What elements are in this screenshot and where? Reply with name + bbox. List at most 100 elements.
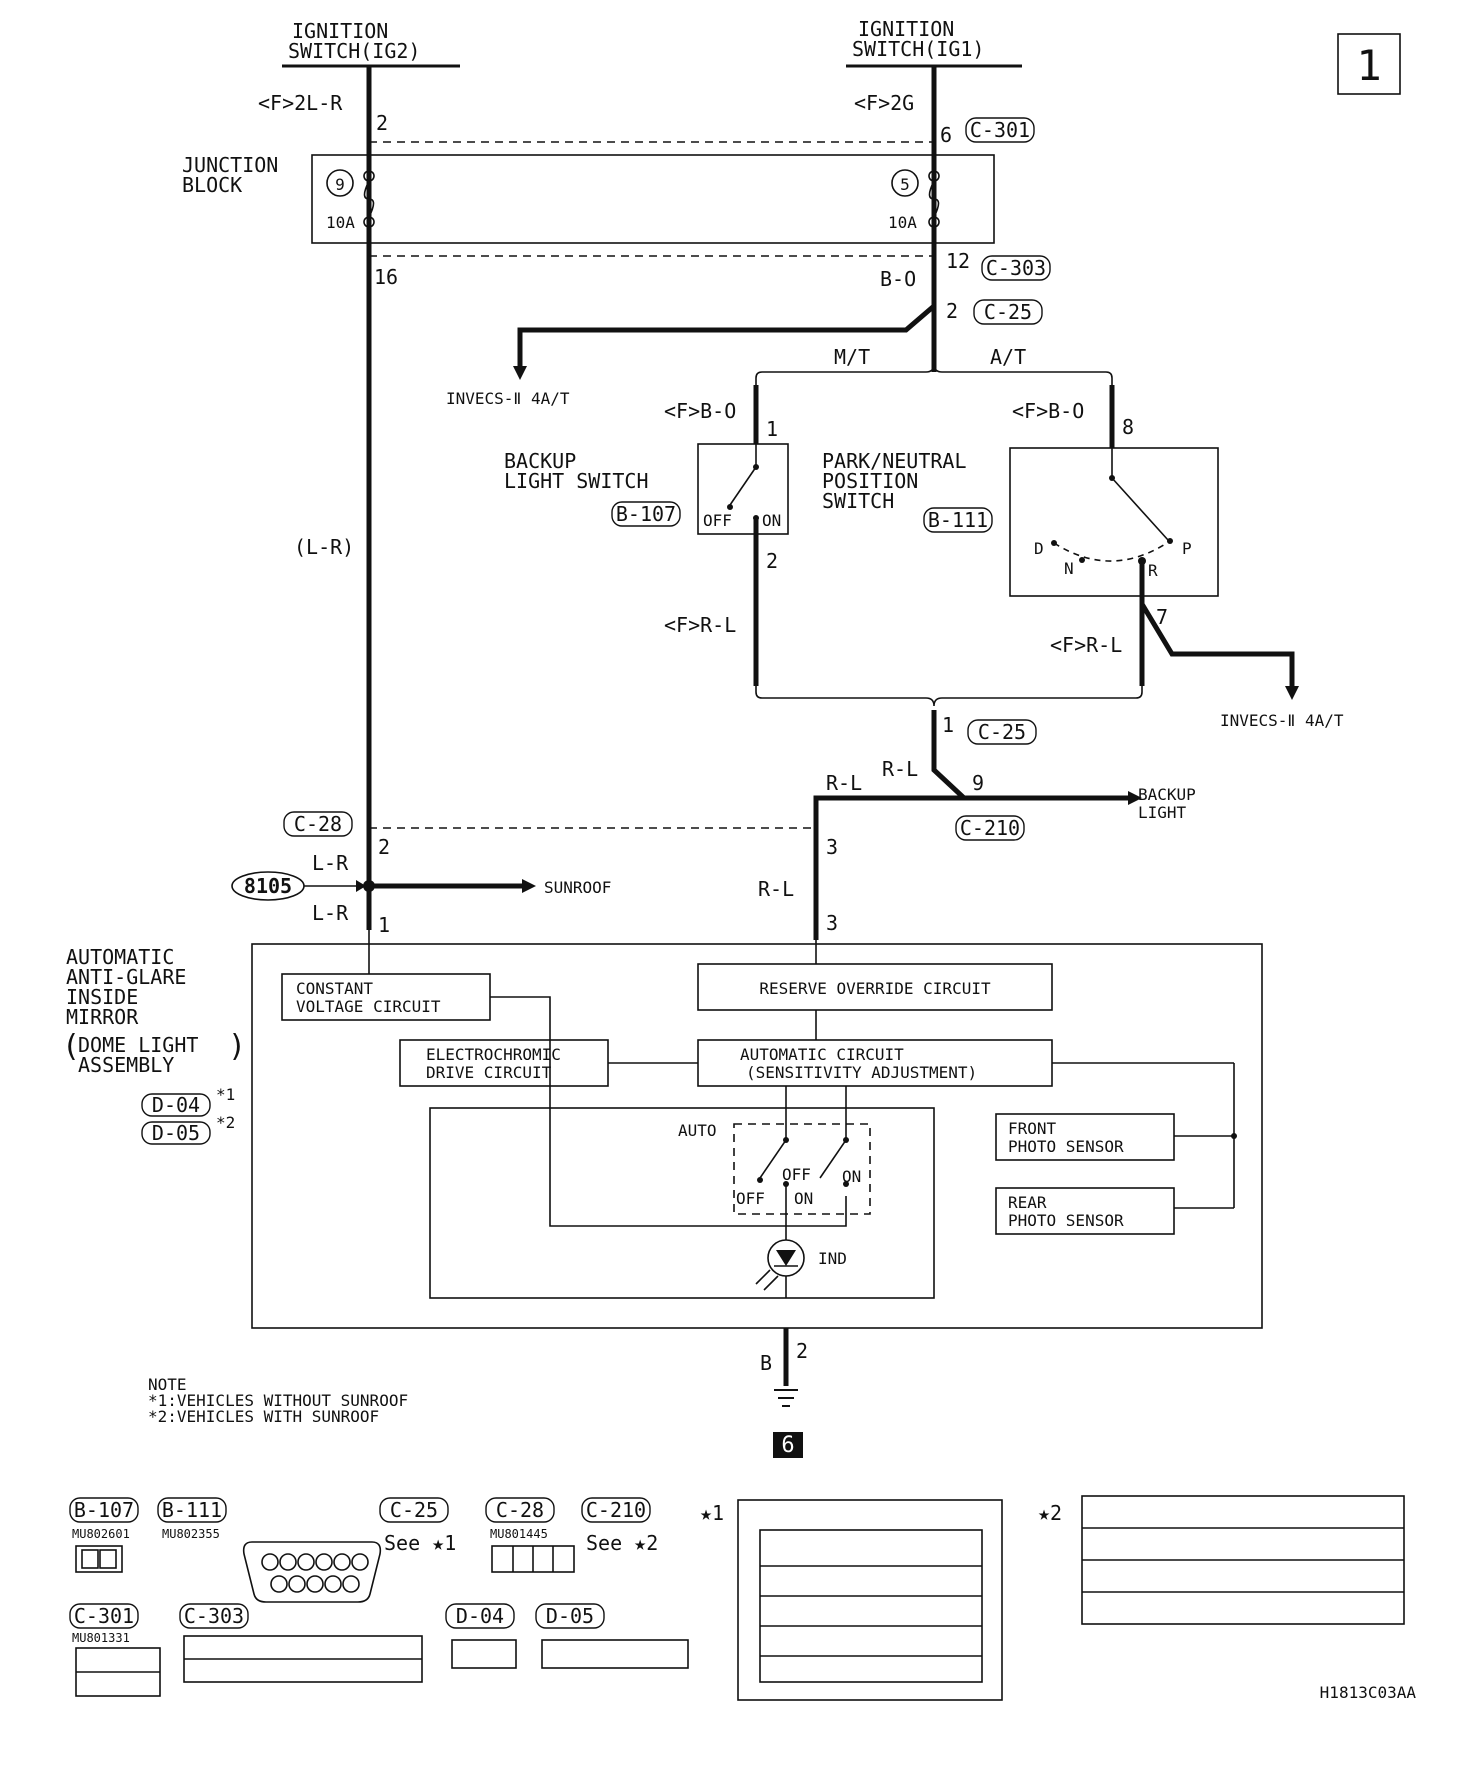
pin-16: 16 — [374, 265, 398, 289]
mirror-line6: ASSEMBLY — [78, 1053, 174, 1077]
pin-1-mirror: 1 — [378, 913, 390, 937]
fv-c303-pill — [179, 1603, 249, 1629]
mirror-mark1: *1 — [216, 1085, 235, 1104]
pn-line3: SWITCH — [822, 489, 894, 513]
ind-led-ray2 — [763, 1275, 779, 1291]
conn-c303-pill — [981, 255, 1051, 281]
sunroof-arrow — [522, 879, 536, 893]
bls-conn-pill — [611, 501, 681, 527]
pin-3-mirror: 3 — [826, 911, 838, 935]
pin-2-c25: 2 — [946, 299, 958, 323]
conn-c28: C-28 — [294, 812, 342, 836]
auto-on-right: ON — [842, 1167, 861, 1186]
auto-off-left: OFF — [736, 1189, 765, 1208]
wire-lr-lower: L-R — [312, 901, 349, 925]
label-mt: M/T — [834, 345, 870, 369]
wire-rl-b: R-L — [826, 771, 862, 795]
wire-f-rl-left: <F>R-L — [664, 613, 736, 637]
fv-b111: B-111 — [162, 1498, 222, 1522]
wire-f-bo-8: <F>B-O — [1012, 399, 1084, 423]
wire-lr-upper: L-R — [312, 851, 349, 875]
pn-r: R — [1148, 561, 1158, 580]
conn-c303: C-303 — [986, 256, 1046, 280]
front-sensor-box — [995, 1113, 1175, 1161]
diagram-code: H1813C03AA — [1320, 1683, 1417, 1702]
fuse5-rating: 10A — [888, 213, 917, 232]
pn-arm — [1111, 477, 1169, 541]
front-line1: FRONT — [1008, 1119, 1057, 1138]
fv-c28-pill — [485, 1497, 555, 1523]
fv-d05: D-05 — [546, 1604, 594, 1628]
auto-off-mid: OFF — [782, 1165, 811, 1184]
fv-c301: C-301 — [74, 1604, 134, 1628]
fv-b111-pill — [157, 1497, 227, 1523]
conn-c25-top: C-25 — [984, 300, 1032, 324]
rear-sensor-box — [995, 1187, 1175, 1235]
mirror-line3: INSIDE — [66, 985, 138, 1009]
bls-on: ON — [762, 511, 781, 530]
pn-d: D — [1034, 539, 1044, 558]
pn-n: N — [1064, 559, 1074, 578]
fv-d05-face — [541, 1639, 689, 1669]
front-line2: PHOTO SENSOR — [1008, 1137, 1124, 1156]
backup-light-switch — [697, 443, 789, 535]
cv-return-wire — [490, 996, 847, 1227]
conn-c28-pill — [283, 811, 353, 837]
fv-d04-pill — [445, 1603, 515, 1629]
page-number: 1 — [1356, 41, 1381, 90]
ind-led-ray1 — [755, 1269, 771, 1285]
mirror-conn2-pill — [141, 1121, 211, 1145]
cv-line1: CONSTANT — [296, 979, 373, 998]
note-line1: NOTE — [148, 1375, 187, 1394]
wire-f-bo-1: <F>B-O — [664, 399, 736, 423]
ac-line2: (SENSITIVITY ADJUSTMENT) — [746, 1063, 977, 1082]
fv-b107: B-107 — [74, 1498, 134, 1522]
pn-p: P — [1182, 539, 1192, 558]
reserve-override: RESERVE OVERRIDE CIRCUIT — [759, 979, 991, 998]
wire-b: B — [760, 1351, 772, 1375]
fv-d04-face — [451, 1639, 517, 1669]
mirror-mark2: *2 — [216, 1113, 235, 1132]
wire-f-2g: <F>2G — [854, 91, 914, 115]
ind-label: IND — [818, 1249, 847, 1268]
mirror-conn1-pill — [141, 1093, 211, 1117]
jb-line1: JUNCTION — [182, 153, 278, 177]
ign-ig1-line1: IGNITION — [858, 17, 954, 41]
fuse9-rating: 10A — [326, 213, 355, 232]
fv-c25: C-25 — [390, 1498, 438, 1522]
pn-p-contact — [1167, 538, 1173, 544]
inner-switch-panel — [429, 1107, 935, 1299]
pin-3-c28: 3 — [826, 835, 838, 859]
fv-c303: C-303 — [184, 1604, 244, 1628]
conn-c25-mid-pill — [967, 719, 1037, 745]
mirror-line4: MIRROR — [66, 1005, 139, 1029]
pin-2-bls: 2 — [766, 549, 778, 573]
fv-star1: ★1 — [700, 1501, 724, 1525]
cv-line2: VOLTAGE CIRCUIT — [296, 997, 441, 1016]
fv-b107-part: MU802601 — [72, 1527, 130, 1541]
wire-f-rl-right: <F>R-L — [1050, 633, 1122, 657]
fv-b107-pin1 — [81, 1549, 99, 1569]
mirror-conn1: D-04 — [152, 1093, 200, 1117]
pin-12: 12 — [946, 249, 970, 273]
fuse5-num: 5 — [900, 175, 910, 194]
pin-1-bls: 1 — [766, 417, 778, 441]
fv-c25-pill — [379, 1497, 449, 1523]
ec-line1: ELECTROCHROMIC — [426, 1045, 561, 1064]
pin-2-c28: 2 — [378, 835, 390, 859]
bls-line1: BACKUP — [504, 449, 576, 473]
pin-2-ground: 2 — [796, 1339, 808, 1363]
mirror-line1: AUTOMATIC — [66, 945, 174, 969]
mirror-paren-close: ) — [228, 1029, 246, 1064]
wire-lr-vertical: (L-R) — [294, 535, 354, 559]
auto-on-left: ON — [794, 1189, 813, 1208]
sw1-arm — [759, 1139, 787, 1179]
sw2-on-contact — [843, 1181, 849, 1187]
wire-rl-c: R-L — [758, 877, 794, 901]
rear-line2: PHOTO SENSOR — [1008, 1211, 1124, 1230]
auto-switch-dashed — [733, 1123, 871, 1215]
mirror-line5: DOME LIGHT — [78, 1033, 198, 1057]
mirror-assembly — [251, 943, 1263, 1329]
pin-9: 9 — [972, 771, 984, 795]
